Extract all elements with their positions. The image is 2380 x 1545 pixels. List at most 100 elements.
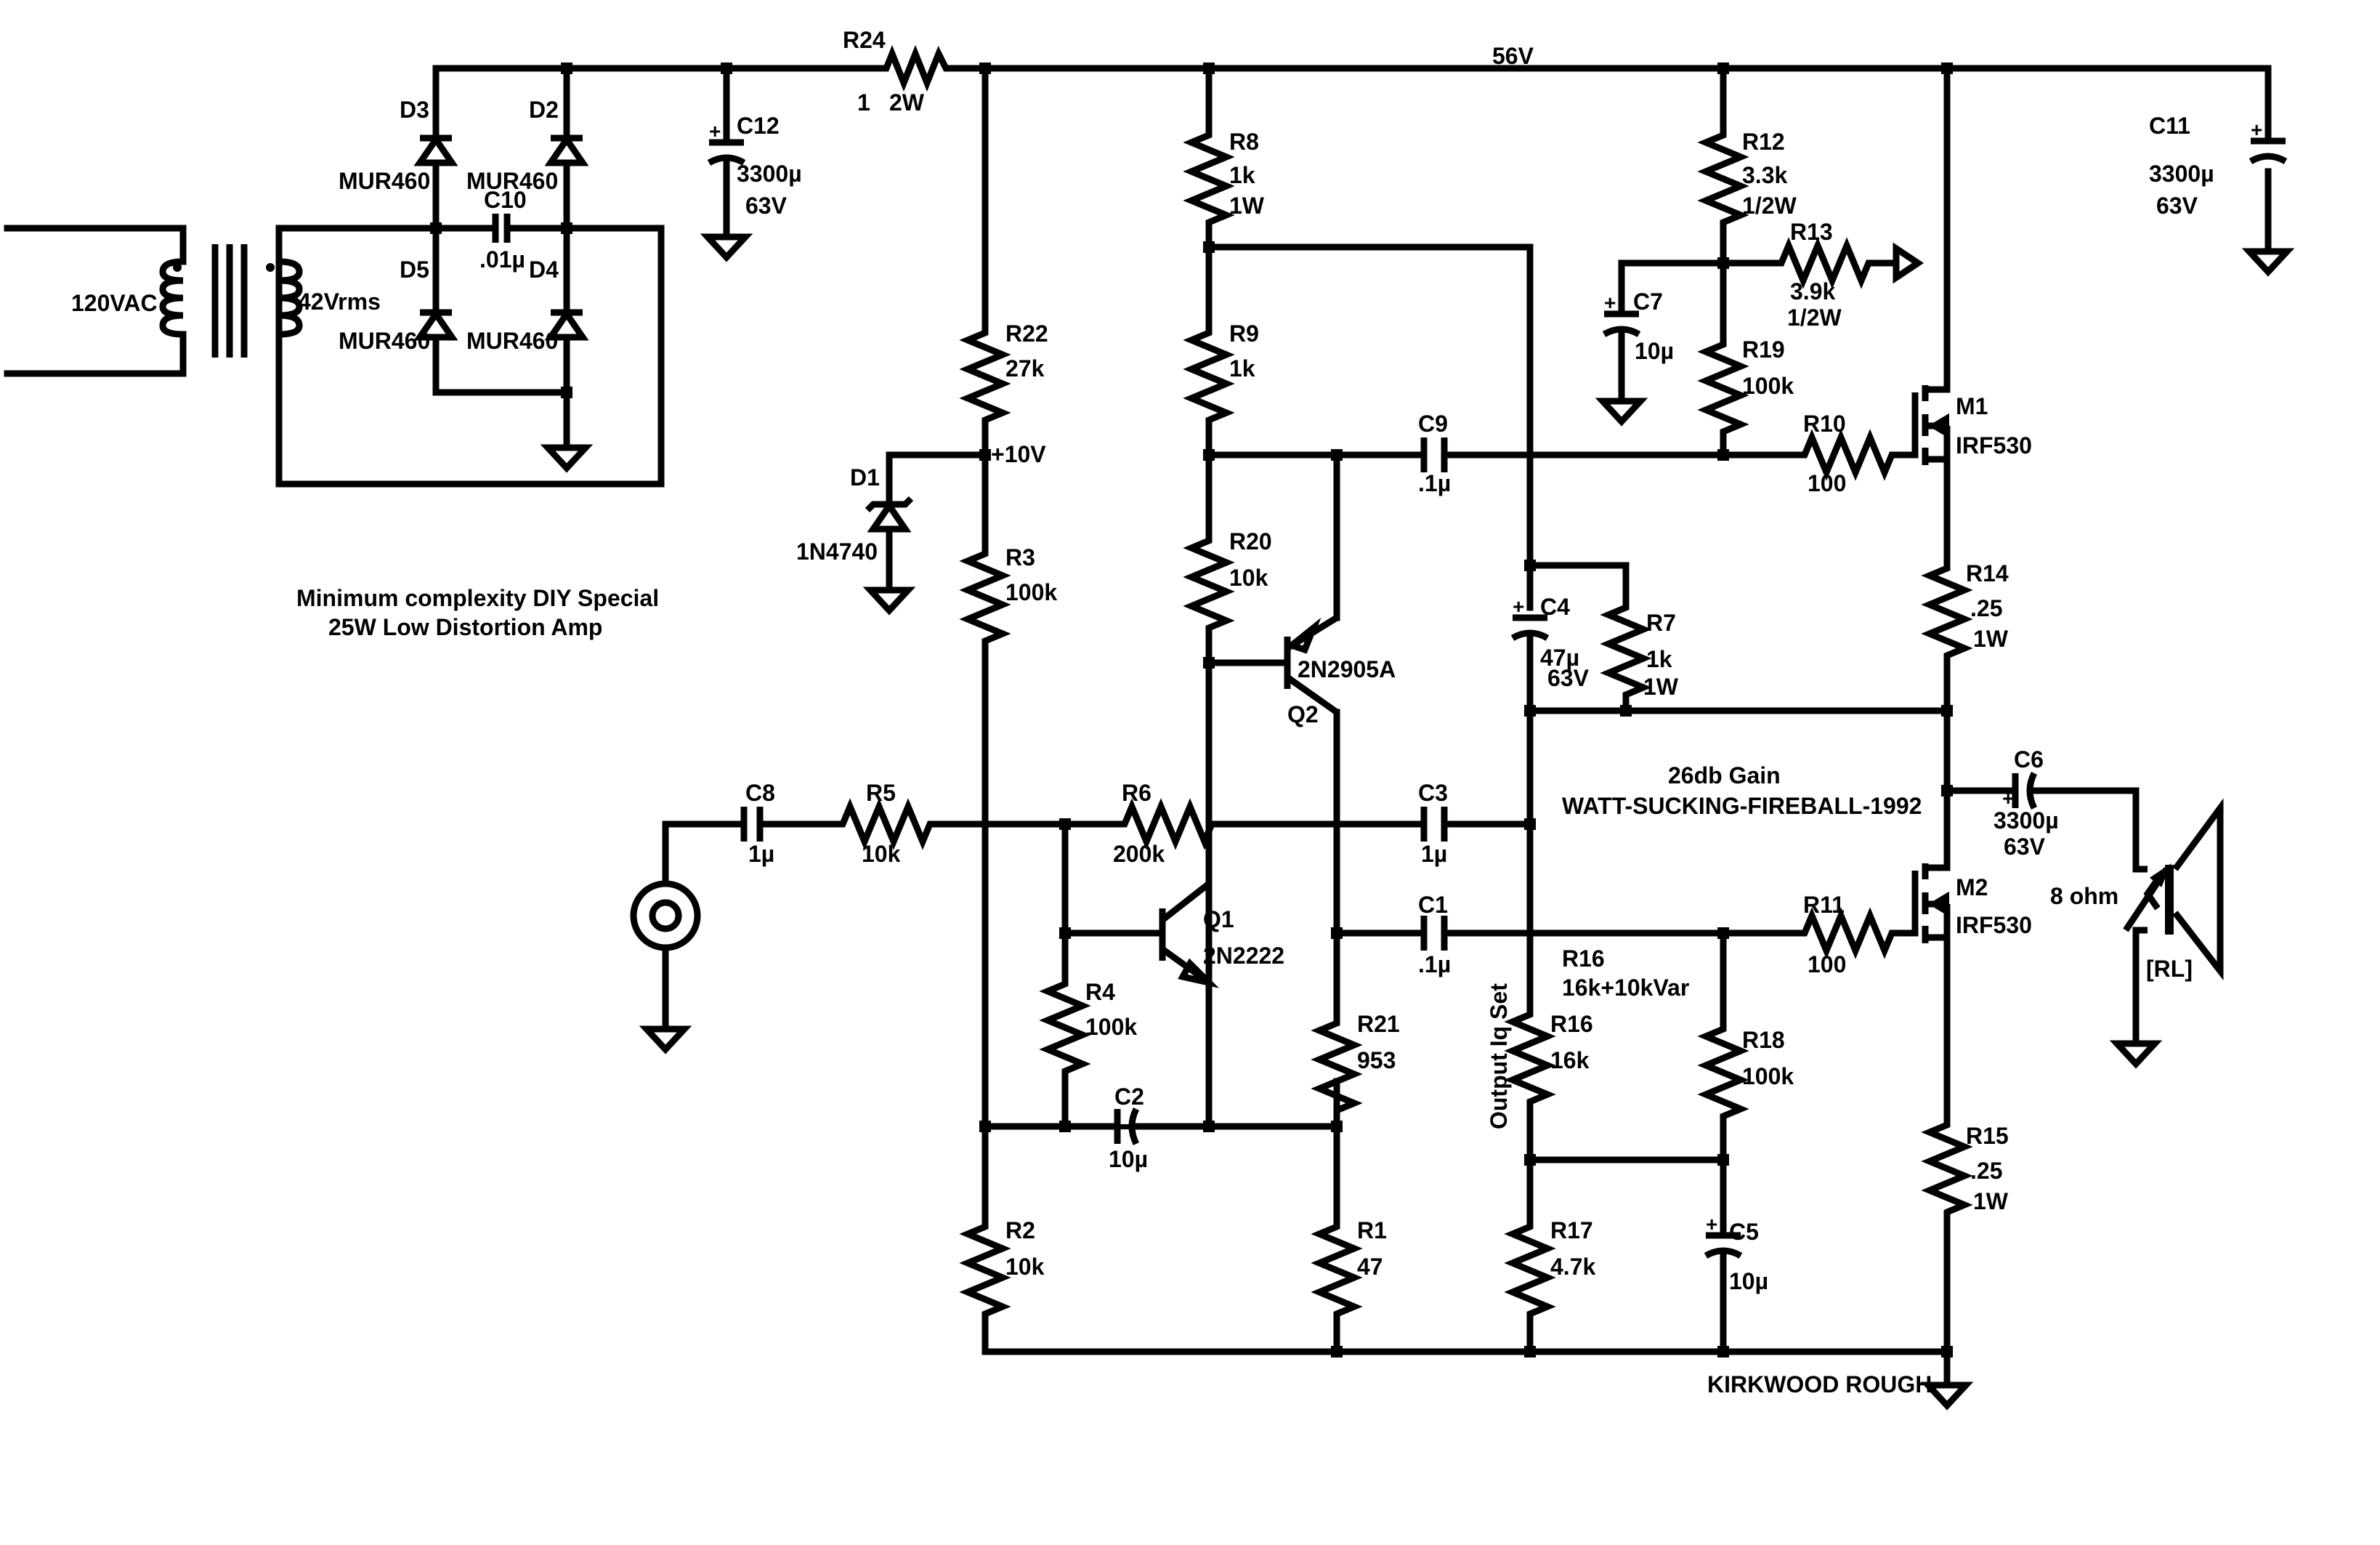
input-jack-icon — [630, 880, 701, 951]
capacitor-c9 — [1420, 437, 1448, 472]
c2-name: C2 — [1114, 1084, 1144, 1110]
svg-text:+: + — [1604, 291, 1616, 314]
capacitor-c12: + — [707, 120, 746, 166]
net-10v-label: +10V — [991, 441, 1046, 467]
c4-name: C4 — [1540, 594, 1570, 620]
svg-text:+: + — [1513, 595, 1524, 618]
zener-diode-d1 — [865, 496, 914, 533]
d2-part: MUR460 — [466, 168, 558, 194]
capacitor-c11: + — [2249, 118, 2288, 164]
transformer — [159, 244, 303, 358]
resistor-r16 — [1513, 1000, 1547, 1116]
c4-voltage: 63V — [1547, 665, 1590, 691]
r7-power: 1W — [1643, 674, 1679, 700]
c4-value: 47µ — [1540, 645, 1579, 671]
r4-value: 100k — [1085, 1014, 1137, 1040]
resistor-r10 — [1790, 437, 1906, 472]
c1-value: .1µ — [1418, 951, 1451, 977]
capacitor-c6: + — [2002, 771, 2038, 810]
r9-value: 1k — [1229, 355, 1255, 382]
r12-value: 3.3k — [1742, 162, 1787, 188]
resistor-r1 — [1319, 1212, 1354, 1328]
m2-name: M2 — [1956, 874, 1988, 900]
r13-power: 1/2W — [1787, 304, 1842, 331]
mains-label: 120VAC — [71, 290, 158, 316]
c8-value: 1µ — [748, 841, 774, 867]
r8-name: R8 — [1229, 129, 1259, 155]
d3-part: MUR460 — [339, 168, 430, 194]
resistor-r4 — [1048, 969, 1082, 1086]
c12-value: 3300µ — [737, 161, 802, 187]
resistor-r3 — [968, 539, 1003, 655]
ground-icon — [647, 1017, 684, 1049]
svg-text:+: + — [2002, 787, 2014, 810]
d4-part: MUR460 — [466, 328, 558, 354]
r7-name: R7 — [1646, 610, 1676, 636]
c11-name: C11 — [2149, 113, 2190, 139]
c2-value: 10µ — [1109, 1146, 1148, 1172]
resistor-r20 — [1191, 526, 1226, 642]
resistor-r8 — [1191, 121, 1226, 237]
m1-name: M1 — [1956, 393, 1988, 419]
resistor-r15 — [1930, 1110, 1964, 1227]
r11-value: 100 — [1808, 951, 1846, 977]
r10-value: 100 — [1808, 470, 1846, 496]
mosfet-m2 — [1911, 863, 1951, 943]
r4-name: R4 — [1085, 979, 1115, 1005]
r22-value: 27k — [1005, 355, 1045, 382]
r6-name: R6 — [1122, 780, 1151, 806]
m1-part: IRF530 — [1956, 432, 2032, 459]
resistor-r12 — [1706, 121, 1741, 237]
r24-name: R24 — [843, 27, 886, 53]
ground-icon — [2249, 240, 2287, 272]
mosfet-m1 — [1911, 385, 1951, 465]
ground-icon — [1928, 1373, 1966, 1405]
c12-name: C12 — [737, 113, 780, 139]
capacitor-c3 — [1420, 807, 1448, 842]
r3-name: R3 — [1005, 544, 1035, 570]
c7-name: C7 — [1633, 289, 1663, 315]
svg-text:+: + — [1104, 1100, 1131, 1153]
r18-value: 100k — [1742, 1063, 1794, 1089]
capacitor-c8 — [740, 807, 764, 842]
gain-note: 26db Gain — [1668, 762, 1781, 788]
svg-text:+: + — [709, 120, 721, 142]
resistor-r5 — [828, 807, 944, 842]
wires — [4, 65, 2272, 1377]
rl-label: [RL] — [2146, 956, 2193, 982]
capacitor-c2: + — [1104, 1100, 1140, 1153]
q2-part: 2N2905A — [1298, 656, 1396, 682]
d4-name: D4 — [529, 257, 559, 283]
r14-power: 1W — [1973, 626, 2009, 652]
r21-value: 953 — [1357, 1047, 1396, 1073]
c6-value: 3300µ — [1994, 807, 2059, 834]
r3-value: 100k — [1005, 579, 1057, 605]
r5-value: 10k — [862, 841, 901, 867]
m2-part: IRF530 — [1956, 912, 2032, 938]
r12-name: R12 — [1742, 129, 1785, 155]
r14-name: R14 — [1966, 560, 2009, 586]
resistor-r19 — [1706, 330, 1741, 446]
capacitor-c1 — [1420, 916, 1448, 951]
r22-name: R22 — [1005, 320, 1048, 347]
d2-name: D2 — [529, 97, 559, 123]
c1-name: C1 — [1418, 892, 1448, 918]
q2-name: Q2 — [1287, 701, 1319, 727]
resistor-r22 — [968, 318, 1003, 435]
title-line-2: 25W Low Distortion Amp — [328, 614, 602, 640]
r24-value: 1 — [857, 89, 870, 116]
r14-value: .25 — [1970, 595, 2002, 621]
c3-name: C3 — [1418, 780, 1448, 806]
c9-name: C9 — [1418, 411, 1448, 437]
r19-name: R19 — [1742, 336, 1785, 363]
r17-value: 4.7k — [1550, 1254, 1595, 1280]
capacitor-c7: + — [1602, 291, 1641, 337]
d5-name: D5 — [400, 257, 429, 283]
r15-value: .25 — [1970, 1158, 2002, 1184]
title-line-1: Minimum complexity DIY Special — [296, 585, 659, 611]
diode-d5 — [413, 308, 458, 341]
net-56v-label: 56V — [1492, 43, 1534, 69]
r16-name: R16 — [1550, 1011, 1593, 1037]
r12-power: 1/2W — [1742, 193, 1797, 219]
r11-name: R11 — [1803, 892, 1845, 918]
